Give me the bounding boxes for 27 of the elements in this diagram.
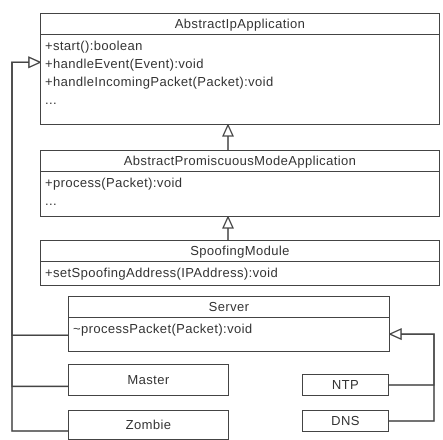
- class-box: [40, 13, 440, 125]
- class-box: [68, 296, 390, 352]
- class-name: NTP: [332, 376, 360, 394]
- class-member: +process(Packet):void: [45, 175, 182, 190]
- class-box: [40, 150, 440, 217]
- class-name: Server: [208, 299, 250, 314]
- class-member: +handleEvent(Event):void: [45, 56, 204, 71]
- inheritance-arrow: [389, 328, 435, 422]
- class-member: +setSpoofingAddress(IPAddress):void: [45, 265, 278, 280]
- class-member: +handleIncomingPacket(Packet):void: [45, 74, 274, 89]
- class-member: +start():boolean: [45, 38, 143, 53]
- class-name: Master: [127, 371, 170, 389]
- class-box: [302, 410, 389, 432]
- class-name: DNS: [331, 412, 360, 430]
- inheritance-arrow: [222, 124, 234, 150]
- class-member: ~processPacket(Packet):void: [73, 321, 253, 336]
- class-box: [68, 410, 229, 440]
- class-box: [68, 364, 229, 396]
- class-box: [40, 240, 440, 286]
- class-name: Zombie: [126, 416, 172, 434]
- class-name: AbstractIpApplication: [174, 16, 306, 31]
- class-box: [302, 374, 389, 396]
- class-name: AbstractPromiscuousModeApplication: [124, 153, 356, 168]
- class-member: ...: [45, 92, 58, 107]
- class-member: ...: [45, 193, 58, 208]
- inheritance-arrow: [222, 216, 234, 240]
- class-name: SpoofingModule: [190, 243, 290, 258]
